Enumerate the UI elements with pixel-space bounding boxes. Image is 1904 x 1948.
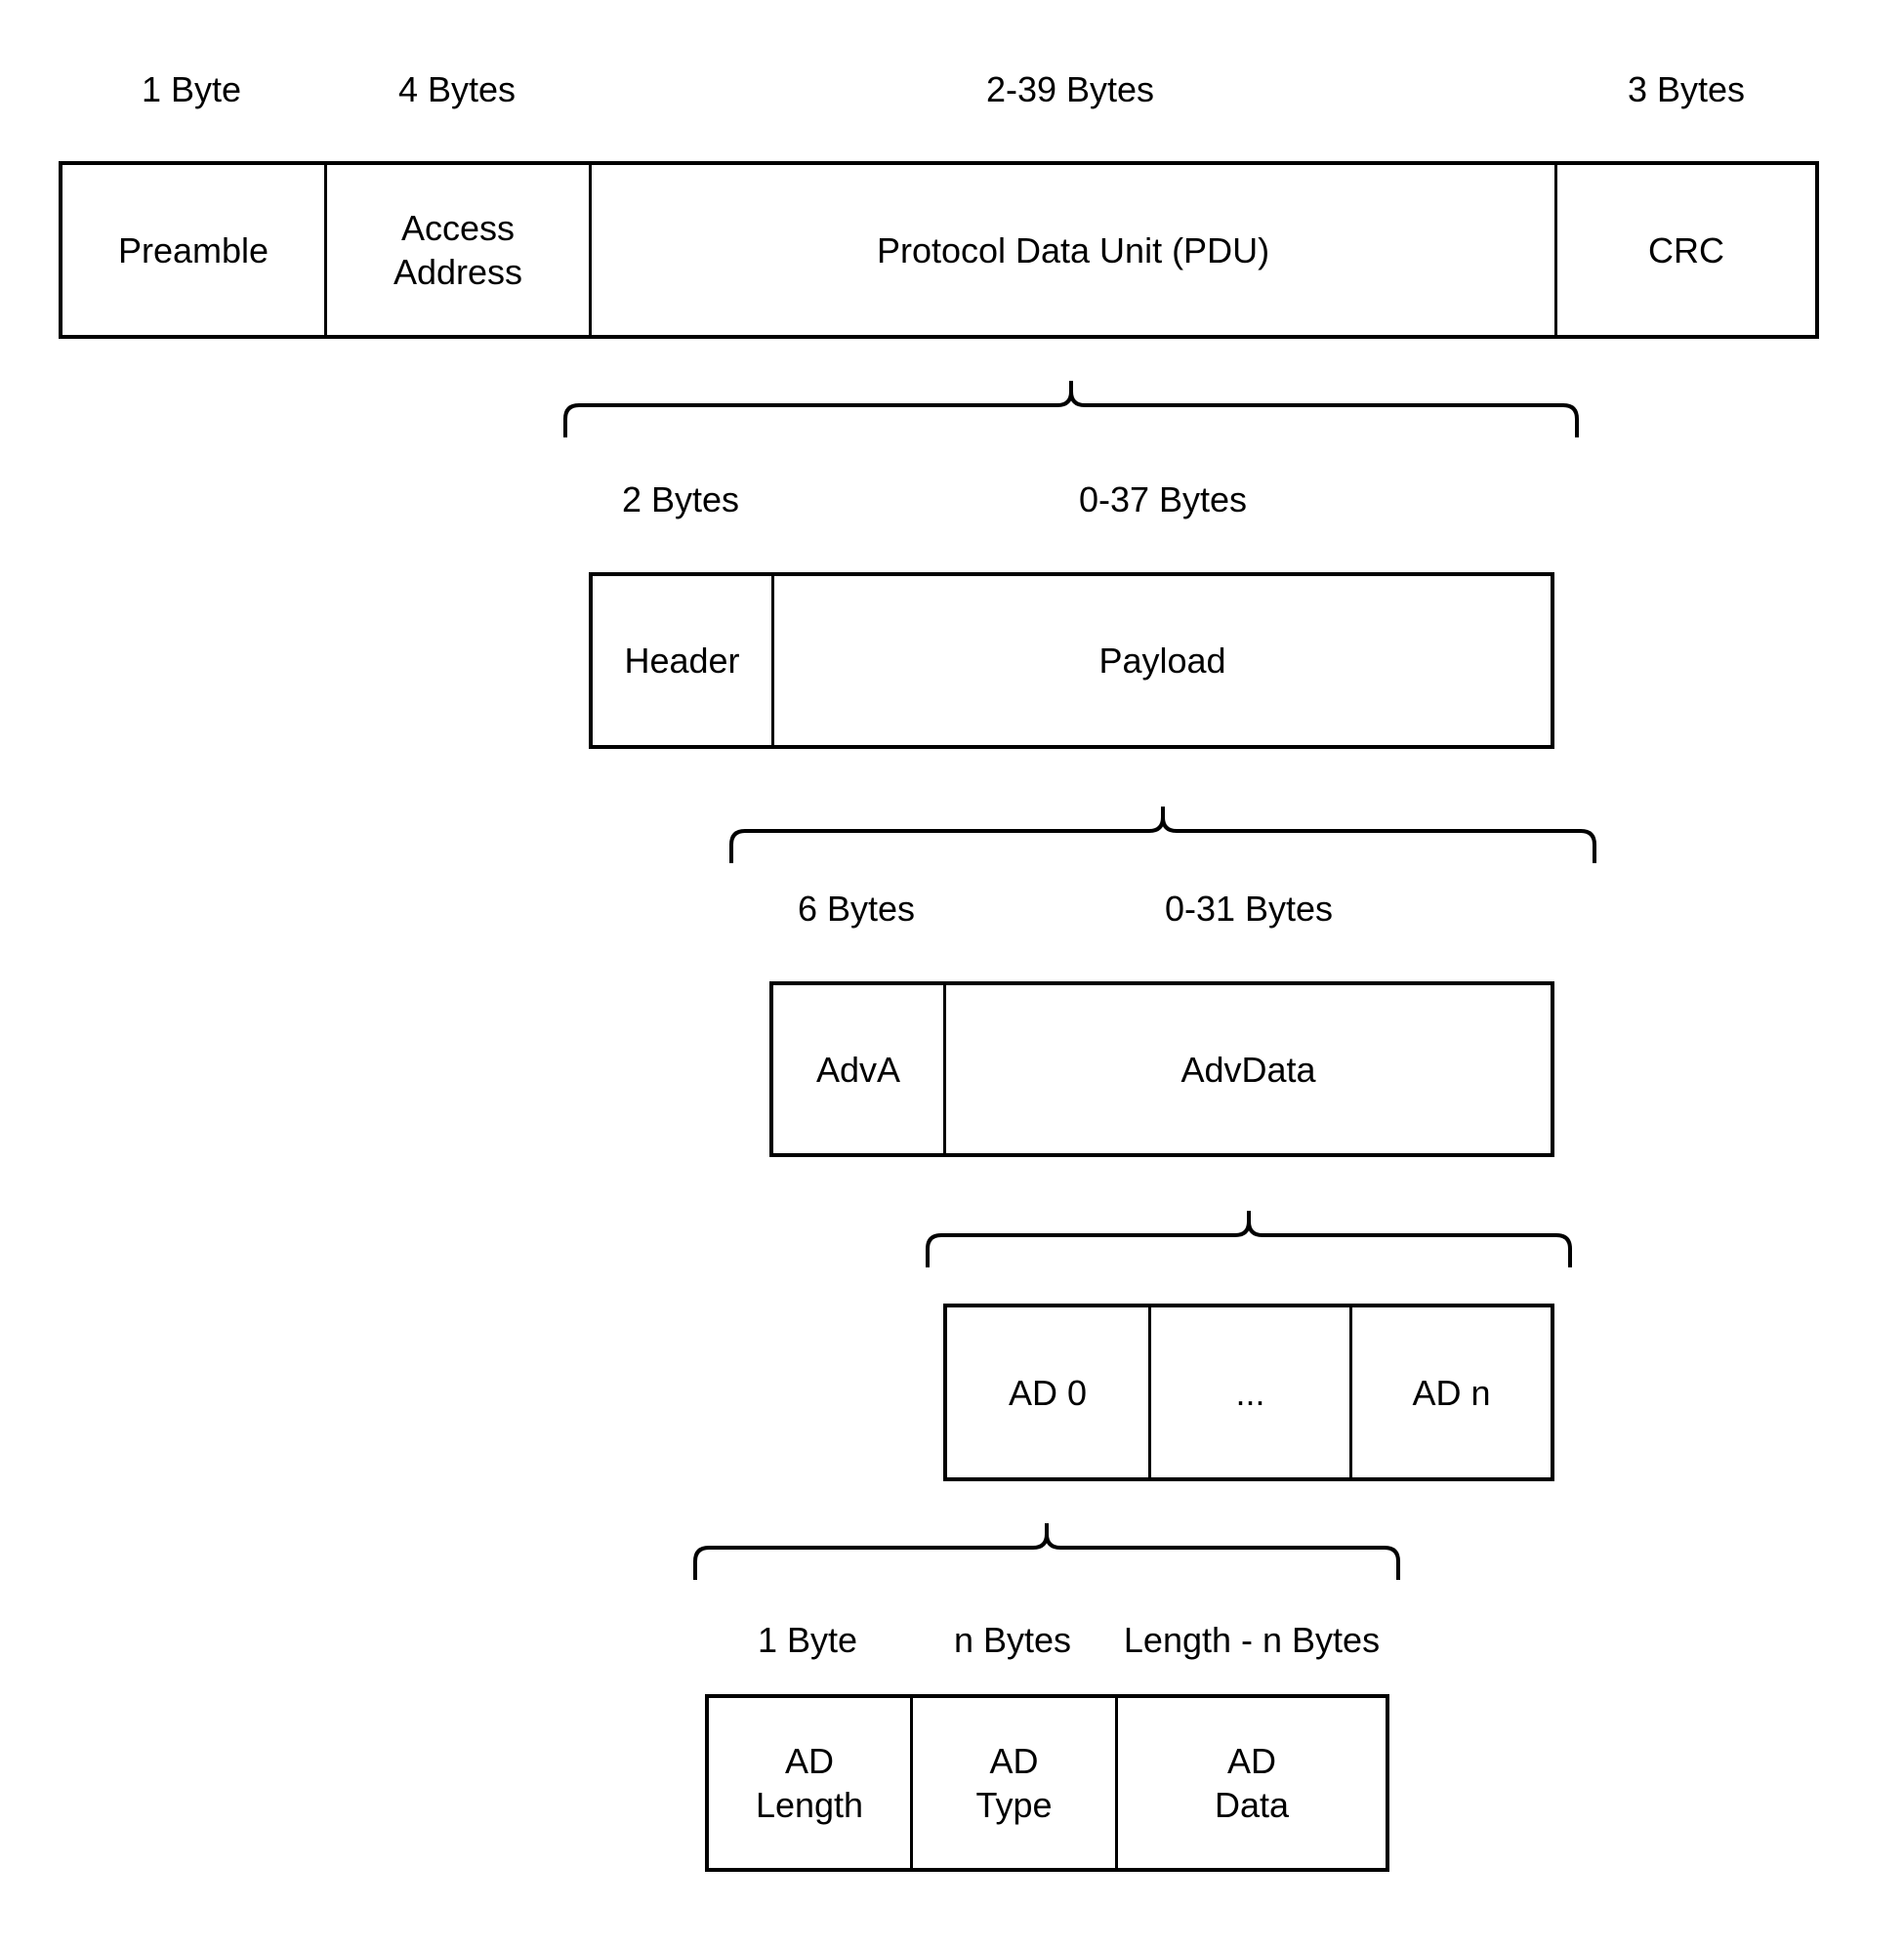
field-ad-length: AD Length [755, 1741, 864, 1825]
payload-expansion-brace-icon [729, 807, 1596, 863]
size-label-preamble: 1 Byte [141, 69, 242, 109]
advdata-row: AD 0 ... AD n [943, 1304, 1554, 1481]
field-adva: AdvA [815, 1049, 901, 1090]
size-label-header: 2 Bytes [621, 479, 740, 519]
size-label-ad-length: 1 Byte [757, 1620, 858, 1660]
field-header: Header [624, 641, 740, 681]
size-label-advdata: 0-31 Bytes [1164, 889, 1334, 929]
size-label-access-address: 4 Bytes [397, 69, 517, 109]
size-label-ad-type: n Bytes [953, 1620, 1072, 1660]
field-access-address: Access Address [324, 165, 589, 335]
advdata-expansion-brace-icon [926, 1211, 1572, 1267]
payload-row: AdvA AdvData [769, 981, 1554, 1157]
field-ad-type: AD Type [910, 1698, 1115, 1868]
size-label-crc: 3 Bytes [1627, 69, 1746, 109]
ad0-expansion-brace-icon [693, 1523, 1400, 1580]
pdu-row: Header Payload [589, 572, 1554, 749]
field-ad0: AD 0 [1008, 1372, 1088, 1413]
field-ad-data: AD Data [1115, 1698, 1386, 1868]
field-pdu: Protocol Data Unit (PDU) [589, 165, 1554, 335]
field-preamble: Preamble [117, 229, 269, 270]
size-label-pdu: 2-39 Bytes [985, 69, 1155, 109]
ad-structure-row: AD Length AD Type AD Data [705, 1694, 1389, 1872]
field-adn: AD n [1349, 1307, 1551, 1477]
field-ad-ellipsis: ... [1148, 1307, 1349, 1477]
size-label-ad-data: Length - n Bytes [1123, 1620, 1381, 1660]
pdu-expansion-brace-icon [563, 381, 1579, 437]
size-label-adva: 6 Bytes [797, 889, 916, 929]
size-label-payload: 0-37 Bytes [1078, 479, 1248, 519]
field-crc: CRC [1554, 165, 1815, 335]
field-advdata: AdvData [943, 985, 1551, 1153]
field-payload: Payload [771, 576, 1551, 745]
packet-row: Preamble Access Address Protocol Data Un… [59, 161, 1819, 339]
